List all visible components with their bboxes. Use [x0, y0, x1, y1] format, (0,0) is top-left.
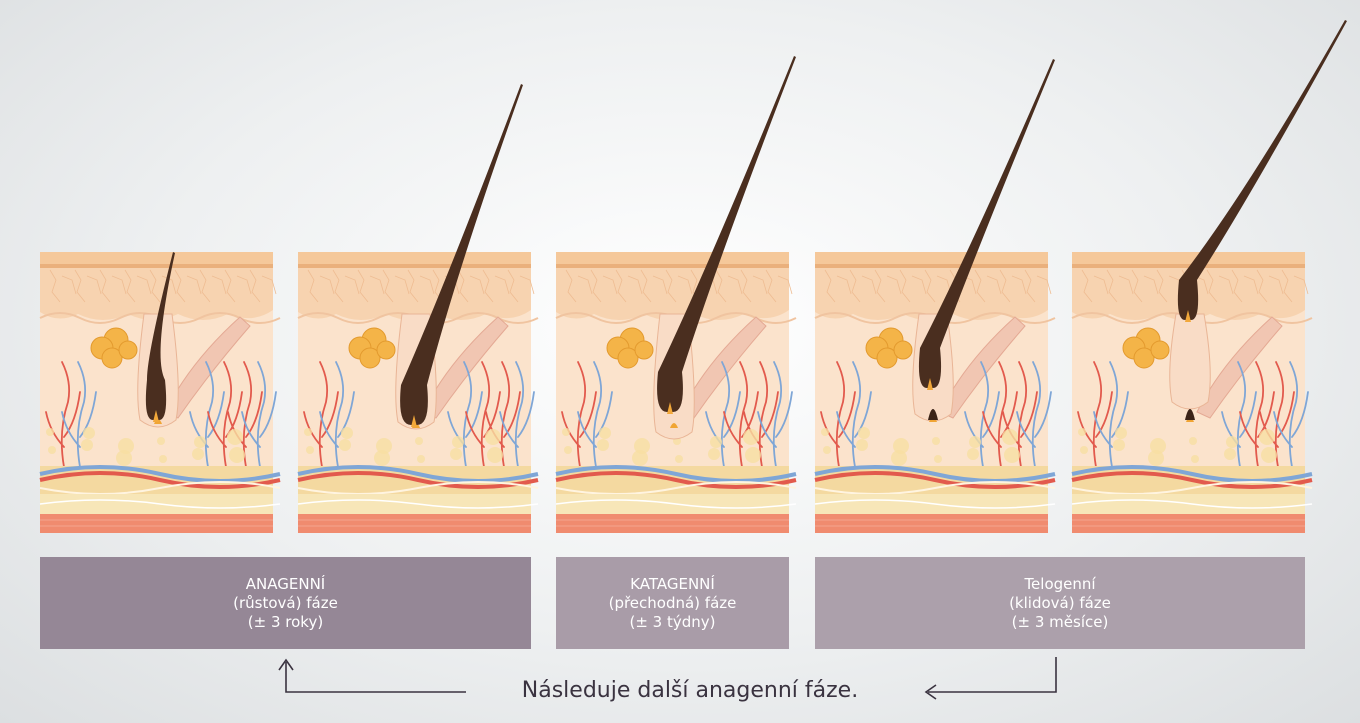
- phase-telogen-title: Telogenní: [1024, 574, 1096, 593]
- phase-anagen-subtitle: (růstová) fáze: [233, 593, 338, 612]
- phase-anagen-title: ANAGENNÍ: [245, 574, 326, 593]
- phase-catagen-title: KATAGENNÍ: [630, 574, 715, 593]
- phase-catagen-box: KATAGENNÍ (přechodná) fáze (± 3 týdny): [556, 557, 789, 649]
- arrow-to-anagen-icon: [285, 662, 466, 693]
- arrow-from-telogen-icon: [928, 657, 1057, 693]
- phase-telogen-duration: (± 3 měsíce): [1011, 612, 1109, 631]
- phase-anagen-box: ANAGENNÍ (růstová) fáze (± 3 roky): [40, 557, 531, 649]
- phase-catagen-duration: (± 3 týdny): [629, 612, 716, 631]
- phase-telogen-box: Telogenní (klidová) fáze (± 3 měsíce): [815, 557, 1305, 649]
- phase-anagen-duration: (± 3 roky): [247, 612, 324, 631]
- phase-catagen-subtitle: (přechodná) fáze: [608, 593, 737, 612]
- cycle-caption: Následuje další anagenní fáze.: [521, 678, 859, 703]
- phase-telogen-subtitle: (klidová) fáze: [1009, 593, 1111, 612]
